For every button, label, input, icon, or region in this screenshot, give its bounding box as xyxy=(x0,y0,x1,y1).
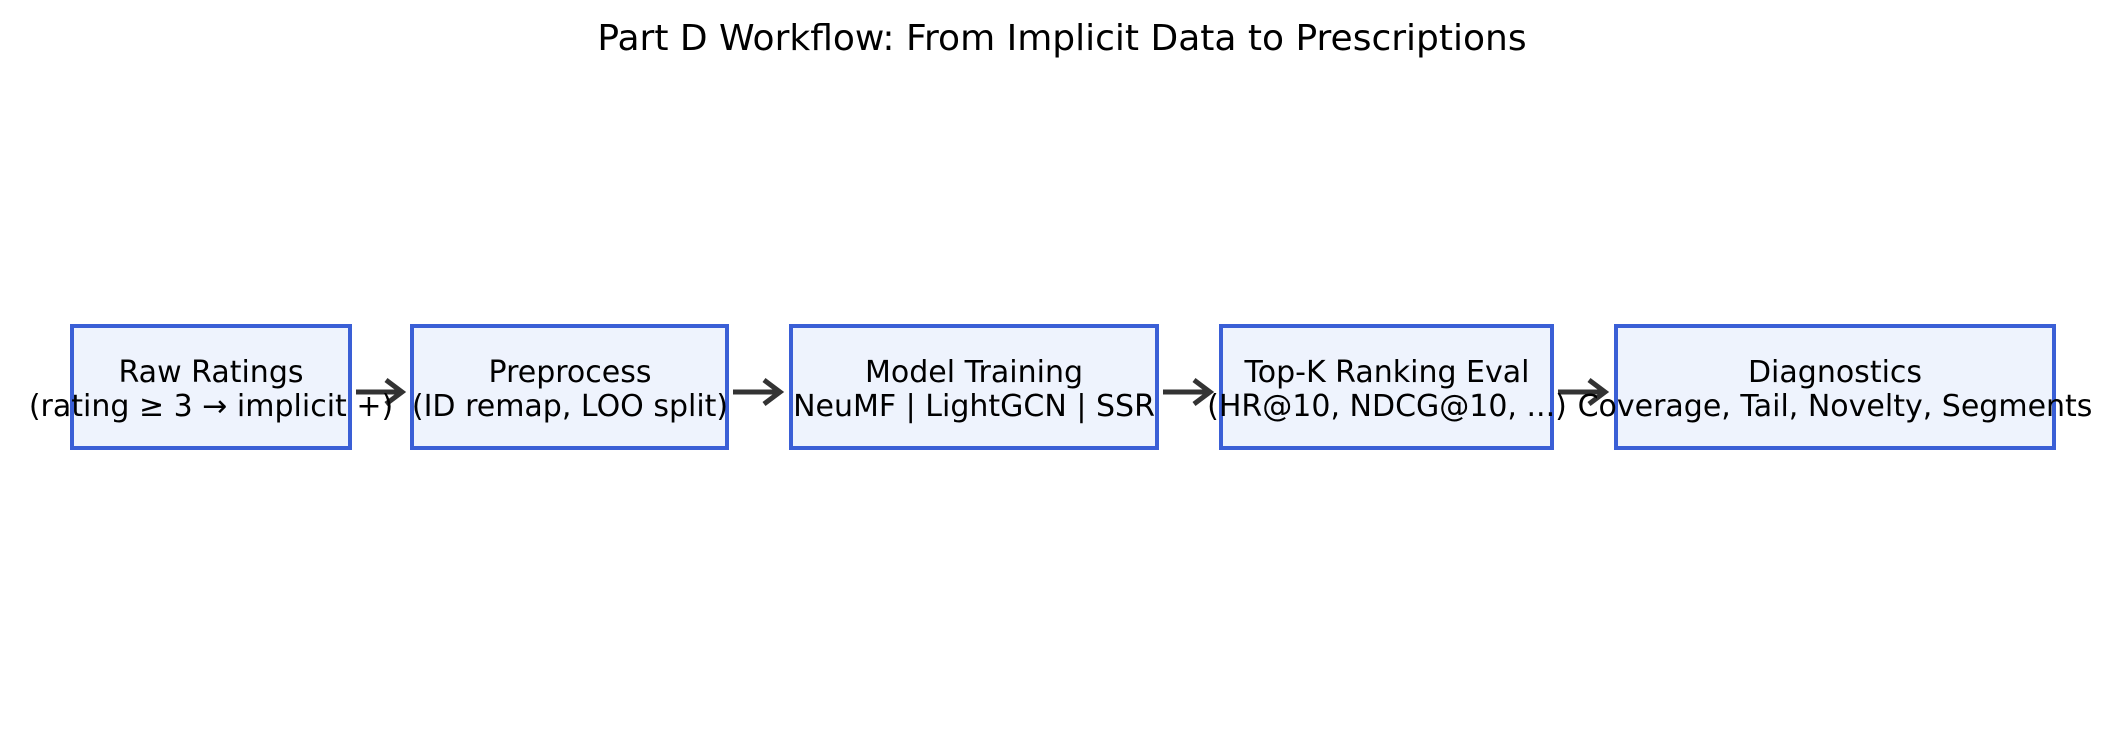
node-detail-raw-ratings: (rating ≥ 3 → implicit +) xyxy=(28,389,394,424)
node-title-diagnostics: Diagnostics xyxy=(1747,355,1923,390)
node-label-preprocess: Preprocess (ID remap, LOO split) xyxy=(412,324,728,456)
node-title-top-k-ranking-eval: Top-K Ranking Eval xyxy=(1244,355,1530,390)
edge-preprocess-to-model-training xyxy=(733,378,785,406)
node-detail-model-training: NeuMF | LightGCN | SSR xyxy=(793,389,1155,424)
node-label-model-training: Model Training NeuMF | LightGCN | SSR xyxy=(793,324,1155,456)
diagram-title: Part D Workflow: From Implicit Data to P… xyxy=(597,18,1527,59)
node-top-k-ranking-eval xyxy=(1219,324,1554,450)
node-detail-top-k-ranking-eval: (HR@10, NDCG@10, ...) xyxy=(1207,389,1567,424)
node-model-training xyxy=(789,324,1159,450)
node-detail-diagnostics: Coverage, Tail, Novelty, Segments xyxy=(1577,389,2093,424)
node-label-raw-ratings: Raw Ratings (rating ≥ 3 → implicit +) xyxy=(29,324,393,456)
node-detail-preprocess: (ID remap, LOO split) xyxy=(411,389,729,424)
node-title-model-training: Model Training xyxy=(865,355,1083,390)
node-label-diagnostics: Diagnostics Coverage, Tail, Novelty, Seg… xyxy=(1578,324,2093,456)
edge-model-training-to-top-k-ranking-eval xyxy=(1163,378,1215,406)
edge-top-k-ranking-eval-to-diagnostics xyxy=(1558,378,1610,406)
edge-raw-ratings-to-preprocess xyxy=(356,378,407,406)
node-title-preprocess: Preprocess xyxy=(488,355,652,390)
node-preprocess xyxy=(410,324,729,450)
node-diagnostics xyxy=(1614,324,2056,450)
node-raw-ratings xyxy=(70,324,352,450)
node-label-top-k-ranking-eval: Top-K Ranking Eval (HR@10, NDCG@10, ...) xyxy=(1207,324,1567,456)
node-title-raw-ratings: Raw Ratings xyxy=(118,355,304,390)
